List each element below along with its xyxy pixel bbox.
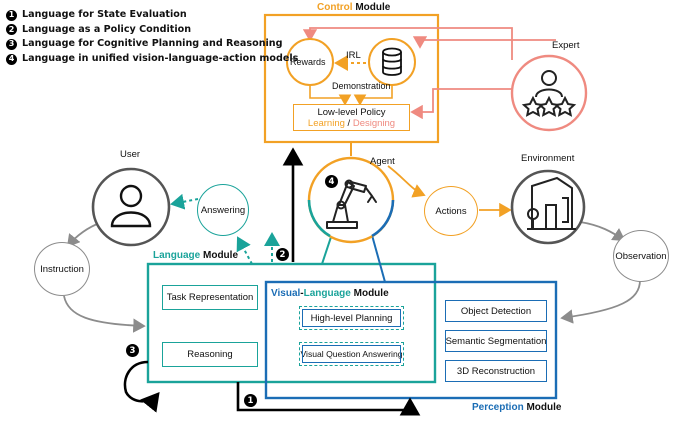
vqa-box: Visual Question Answering xyxy=(299,342,404,366)
agent-ring-teal xyxy=(307,199,331,238)
actions-label: Actions xyxy=(435,205,467,217)
expert-label: Expert xyxy=(552,40,580,51)
vl-title-rest: Module xyxy=(350,288,389,299)
user-icon xyxy=(110,184,152,228)
observation-to-perception-arrow xyxy=(560,279,641,324)
answering-to-user-arrow xyxy=(170,193,199,210)
reasoning-label: Reasoning xyxy=(187,349,233,360)
vl-title-dash: - xyxy=(300,288,304,299)
control-title-accent: Control xyxy=(317,2,353,13)
control-module-title: Control Module xyxy=(317,2,390,13)
language-to-answering-arrow xyxy=(236,236,253,265)
rewards-label: Rewards xyxy=(290,57,326,67)
semantic-segmentation-label: Semantic Segmentation xyxy=(445,335,547,347)
control-title-rest: Module xyxy=(352,2,391,13)
robot-arm-icon xyxy=(326,179,377,229)
legend-text: Language for State Evaluation xyxy=(22,9,187,20)
perception-title-rest: Module xyxy=(523,402,562,413)
environment-label: Environment xyxy=(521,153,575,164)
observation-circle: Observation xyxy=(613,230,669,282)
semantic-segmentation-box: Semantic Segmentation xyxy=(445,330,547,352)
vqa-label: Visual Question Answering xyxy=(300,349,403,359)
demonstration-label: Demonstration xyxy=(332,81,391,91)
expert-circle xyxy=(510,54,588,132)
agent-ring-blue xyxy=(371,199,395,238)
agent-label: Agent xyxy=(370,156,395,167)
visual-language-module-title: Visual-Language Module xyxy=(271,288,389,299)
legend-text: Language in unified vision-language-acti… xyxy=(22,52,299,64)
high-level-planning-box: High-level Planning xyxy=(299,306,404,330)
badge-two: 2 xyxy=(276,248,289,261)
expert-to-policy-line xyxy=(410,88,520,120)
low-level-policy-box: Low-level Policy Learning / Designing xyxy=(293,104,410,131)
answering-label: Answering xyxy=(200,204,246,216)
perception-title-accent: Perception xyxy=(472,402,524,413)
reconstruction-label: 3D Reconstruction xyxy=(456,365,536,377)
state-evaluation-loop xyxy=(236,382,421,416)
observation-label: Observation xyxy=(615,250,667,262)
vl-title-language: Language xyxy=(303,288,351,299)
perception-module-title: Perception Module xyxy=(472,402,561,413)
legend-text: Language as a Policy Condition xyxy=(22,23,192,35)
object-detection-label: Object Detection xyxy=(460,305,532,317)
expert-to-rewards-line xyxy=(302,27,513,60)
instruction-circle: Instruction xyxy=(34,242,90,296)
irl-label: IRL xyxy=(346,50,361,61)
actions-circle: Actions xyxy=(424,186,478,236)
legend-number: 3 xyxy=(6,38,17,50)
slash-label: / xyxy=(344,117,353,129)
instruction-to-language-arrow xyxy=(63,295,146,333)
reasoning-loop xyxy=(123,360,160,413)
language-title-accent: Language xyxy=(153,250,201,261)
legend-item: 2 Language as a Policy Condition xyxy=(6,23,298,38)
legend-item: 1 Language for State Evaluation xyxy=(6,8,298,23)
learning-label: Learning xyxy=(307,117,345,129)
reasoning-box: Reasoning xyxy=(162,342,258,367)
expert-to-demonstration-line xyxy=(412,36,556,49)
badge-one: 1 xyxy=(244,394,257,407)
answering-circle: Answering xyxy=(197,184,249,236)
rewards-circle xyxy=(286,38,334,86)
legend-number: 2 xyxy=(6,24,17,36)
designing-label: Designing xyxy=(352,117,396,129)
environment-circle xyxy=(510,169,586,245)
building-icon xyxy=(527,176,576,230)
task-representation-label: Task Representation xyxy=(166,292,254,303)
legend-item: 3 Language for Cognitive Planning and Rea… xyxy=(6,37,298,52)
agent-to-actions-arrow xyxy=(387,165,426,198)
instruction-label: Instruction xyxy=(40,263,84,275)
legend-item: 4 Language in unified vision-language-act… xyxy=(6,52,298,67)
environment-to-observation-arrow xyxy=(579,221,626,241)
rewards-to-policy-arrow xyxy=(309,86,352,106)
vl-title-visual: Visual xyxy=(271,288,301,299)
database-icon xyxy=(382,47,402,76)
reconstruction-box: 3D Reconstruction xyxy=(445,360,547,382)
language-module-frame xyxy=(146,262,437,384)
user-label: User xyxy=(120,149,141,160)
object-detection-box: Object Detection xyxy=(445,300,547,322)
badge-three: 3 xyxy=(126,344,139,357)
legend-number: 4 xyxy=(6,53,17,65)
legend-text: Language for Cognitive Planning and Reas… xyxy=(22,38,283,50)
task-representation-box: Task Representation xyxy=(162,285,258,310)
expert-icon xyxy=(521,70,577,117)
badge-four: 4 xyxy=(325,175,338,188)
policy-label: Low-level Policy xyxy=(317,106,386,118)
high-level-planning-label: High-level Planning xyxy=(310,312,393,324)
language-title-rest: Module xyxy=(200,250,239,261)
language-module-title: Language Module xyxy=(153,250,238,261)
demonstration-to-policy-arrow xyxy=(353,84,393,106)
legend-number: 1 xyxy=(6,9,17,21)
